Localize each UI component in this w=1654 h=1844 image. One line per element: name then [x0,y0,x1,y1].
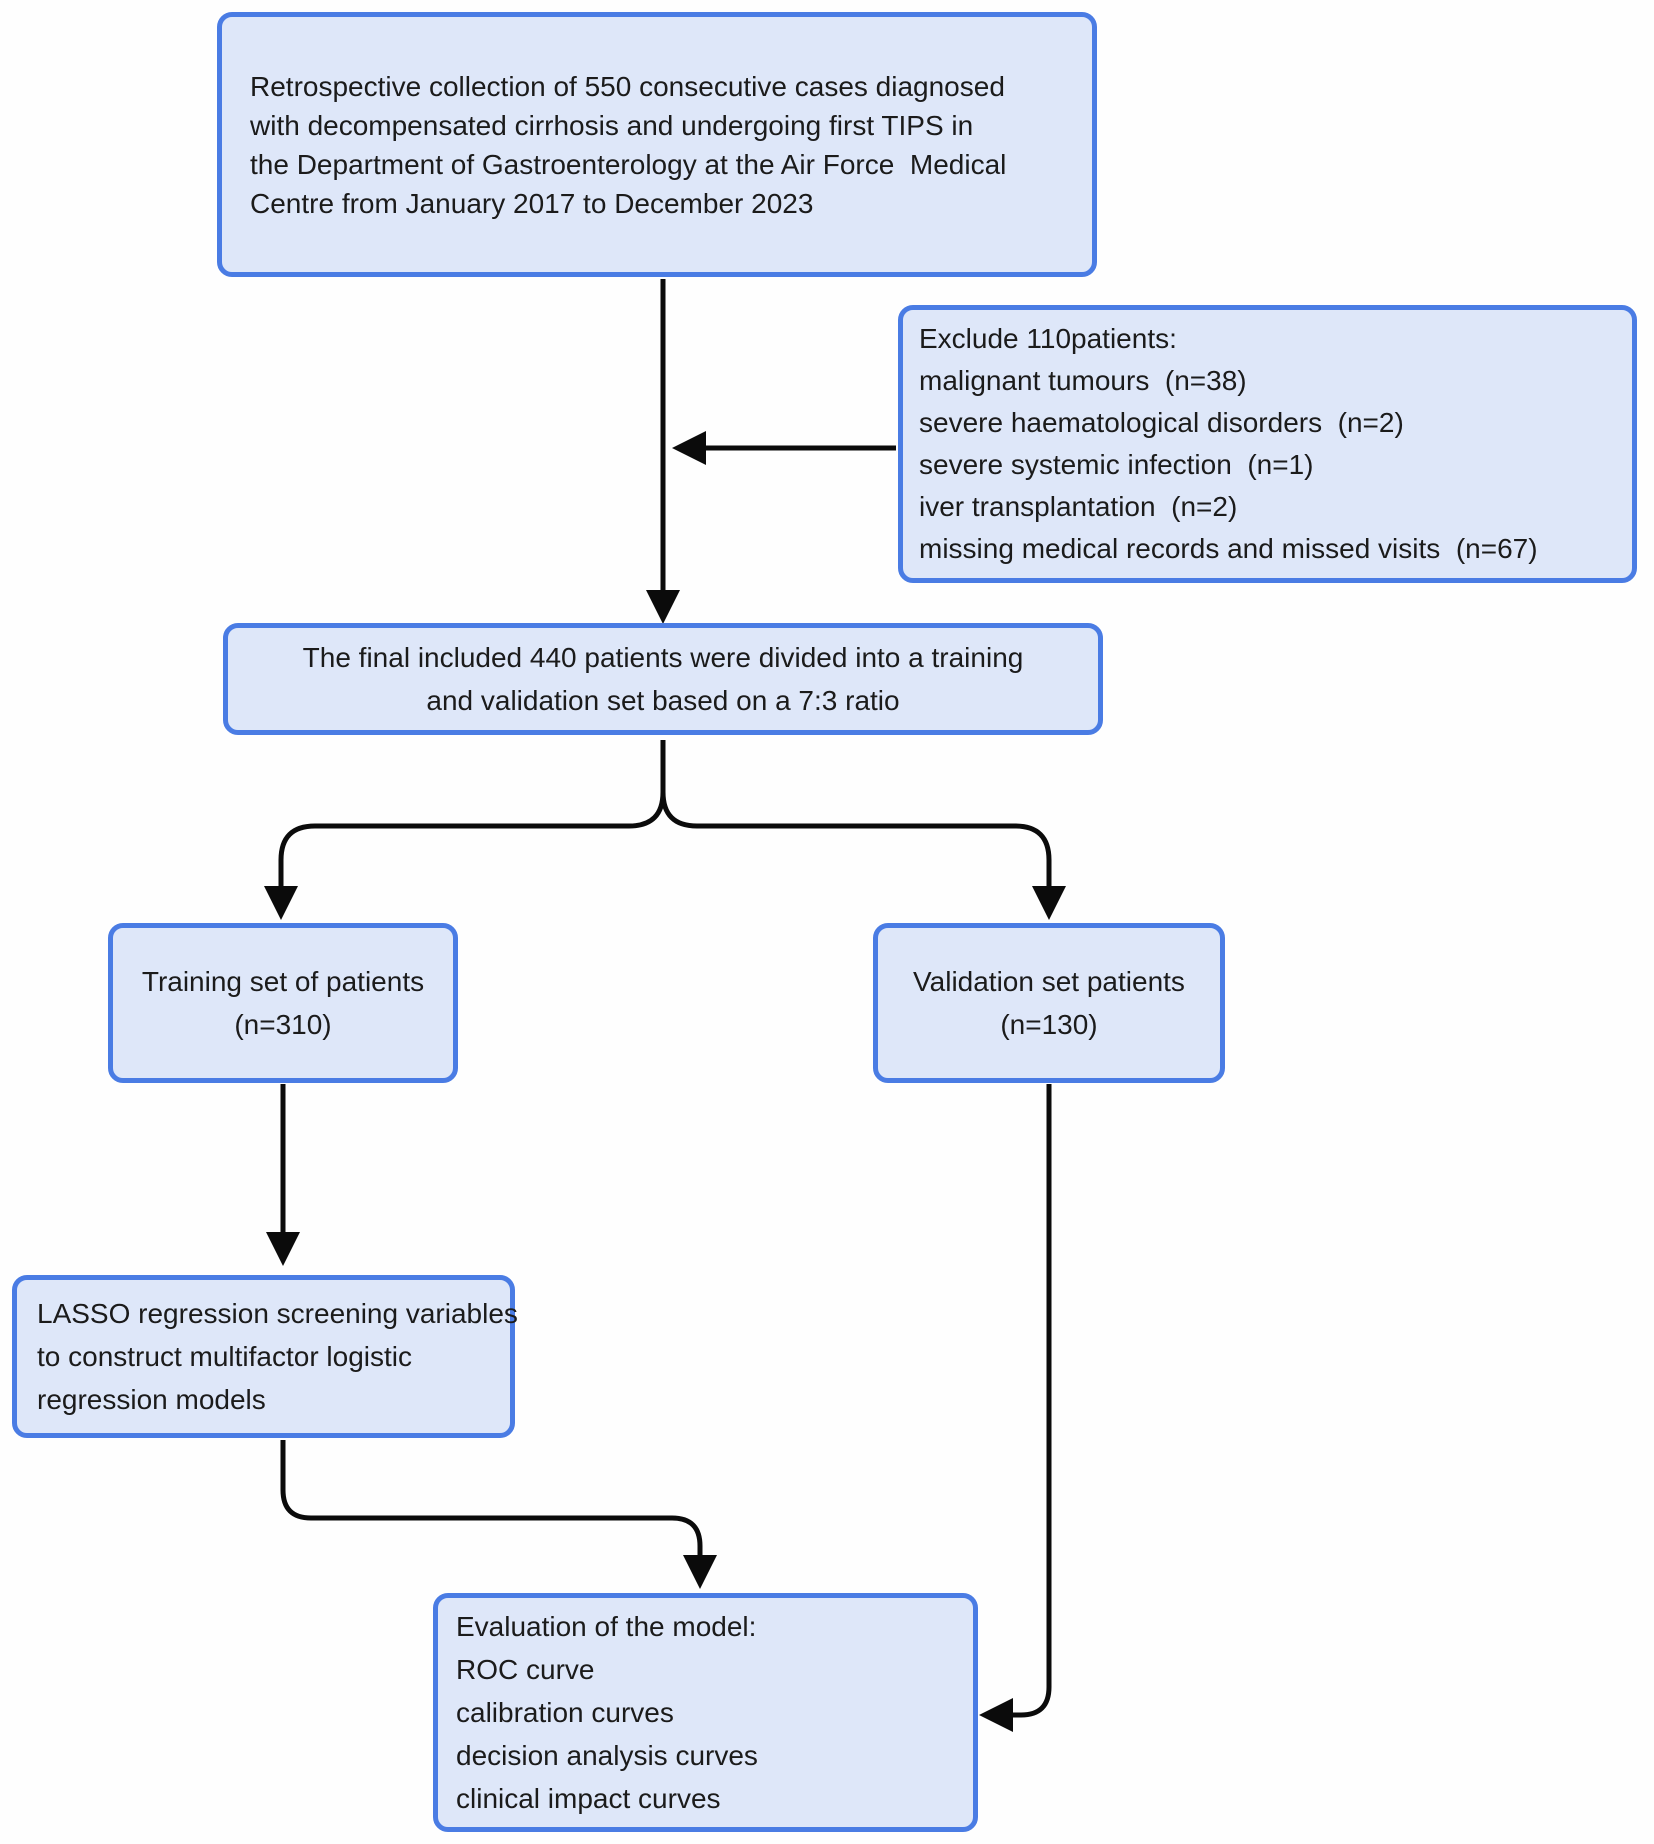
text-line: to construct multifactor logistic [37,1341,413,1372]
text-line: (n=310) [234,1009,332,1040]
text-line: (n=130) [1000,1009,1098,1040]
text-line: decision analysis curves [456,1740,758,1771]
evaluation-box: Evaluation of the model: ROC curve calib… [433,1593,978,1832]
arrowhead-down-icon [266,1232,300,1266]
training-set-box: Training set of patients (n=310) [108,923,458,1083]
arrow-training-to-lasso [266,1084,300,1266]
exclusion-box: Exclude 110patients: malignant tumours (… [898,305,1637,583]
text-line: LASSO regression screening variables [37,1298,518,1329]
arrowhead-down-icon [1032,886,1066,920]
text-line: severe haematological disorders (n=2) [919,407,1404,438]
arrow-validation-to-evaluation [979,1084,1052,1732]
text-line: Exclude 110patients: [919,323,1177,354]
text-line: Retrospective collection of 550 consecut… [250,70,1005,102]
text-line: and validation set based on a 7:3 ratio [426,685,900,716]
final-included-box: The final included 440 patients were div… [223,623,1103,735]
text-line: regression models [37,1384,266,1415]
arrow-lasso-to-evaluation [280,1440,717,1589]
arrow-exclusion-to-flow [672,431,896,465]
text-line: severe systemic infection (n=1) [919,449,1314,480]
text-line: clinical impact curves [456,1783,721,1814]
text-line: the Department of Gastroenterology at th… [250,148,1007,180]
validation-set-box: Validation set patients (n=130) [873,923,1225,1083]
text-line: with decompensated cirrhosis and undergo… [250,109,974,141]
text-line: Centre from January 2017 to December 202… [250,187,814,219]
arrow-collection-to-final [646,279,680,624]
text-line: Training set of patients [141,966,425,997]
arrow-final-to-training [264,740,666,920]
arrowhead-down-icon [683,1555,717,1589]
text-line: calibration curves [456,1697,674,1728]
collection-box: Retrospective collection of 550 consecut… [217,12,1097,277]
text-line: missing medical records and missed visit… [919,533,1538,564]
arrow-final-to-validation [660,740,1066,920]
text-line: malignant tumours (n=38) [919,365,1247,396]
arrowhead-down-icon [646,590,680,624]
text-line: Evaluation of the model: [456,1611,757,1642]
text-line: ROC curve [456,1654,595,1685]
text-line: iver transplantation (n=2) [919,491,1238,522]
arrowhead-left-icon [979,1698,1013,1732]
arrowhead-left-icon [672,431,706,465]
text-line: The final included 440 patients were div… [302,642,1024,673]
arrowhead-down-icon [264,886,298,920]
text-line: Validation set patients [913,966,1185,997]
lasso-box: LASSO regression screening variables to … [12,1275,518,1438]
